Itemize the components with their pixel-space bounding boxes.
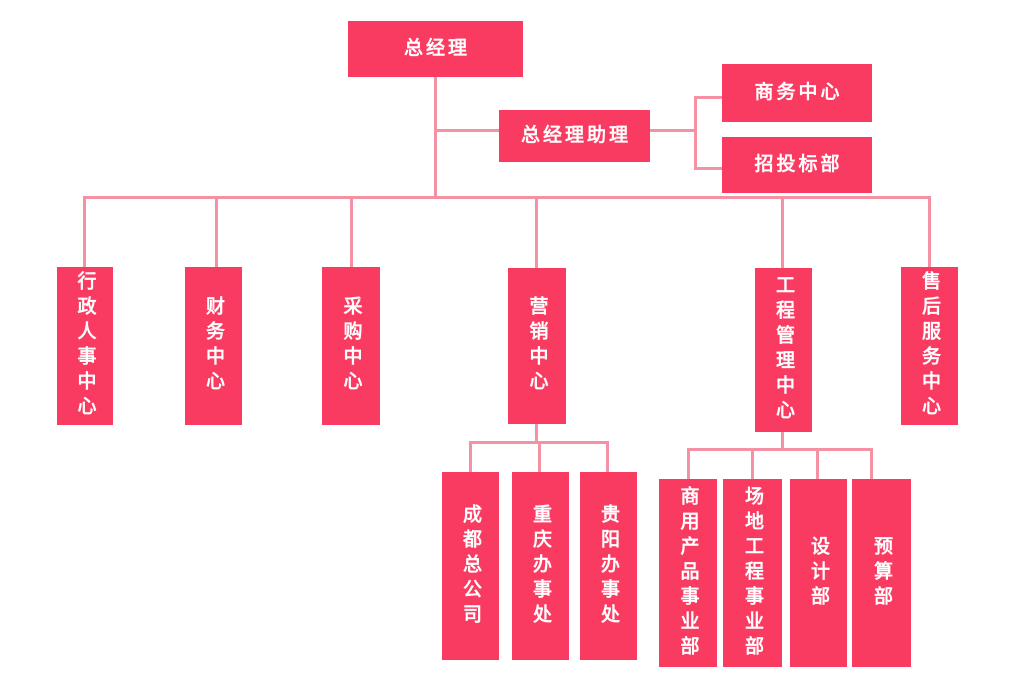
node-finance-center[interactable]: 财务中心 (185, 267, 242, 425)
connector-to-business-center (694, 96, 722, 99)
connector-drop-after-sales (928, 196, 931, 267)
connector-assistant-bracket (694, 96, 697, 170)
node-chengdu-hq[interactable]: 成都总公司 (442, 472, 499, 660)
node-design-dept-label: 设计部 (808, 535, 829, 611)
node-admin-hr-center-label: 行政人事中心 (74, 271, 96, 421)
node-business-center-label: 商务中心 (754, 81, 843, 103)
node-marketing-center[interactable]: 营销中心 (508, 268, 566, 424)
node-engineering-mgmt-center-label: 工程管理中心 (773, 275, 794, 425)
connector-drop-procurement (350, 196, 353, 267)
node-after-sales-center[interactable]: 售后服务中心 (901, 267, 958, 425)
node-site-engineering-div[interactable]: 场地工程事业部 (723, 479, 782, 667)
node-chongqing-office[interactable]: 重庆办事处 (512, 472, 569, 660)
node-design-dept[interactable]: 设计部 (790, 479, 847, 667)
connector-drop-site-eng (751, 448, 754, 479)
connector-drop-finance (215, 196, 218, 267)
connector-drop-commercial (687, 448, 690, 479)
node-bidding-dept[interactable]: 招投标部 (722, 137, 872, 193)
connector-drop-chongqing (538, 441, 541, 472)
connector-drop-guiyang (606, 441, 609, 472)
node-bidding-dept-label: 招投标部 (754, 153, 843, 175)
node-procurement-center-label: 采购中心 (340, 296, 362, 396)
node-budget-dept-label: 预算部 (871, 535, 892, 611)
node-chongqing-office-label: 重庆办事处 (530, 503, 551, 629)
node-general-manager[interactable]: 总经理 (348, 21, 523, 77)
connector-marketing-down (535, 424, 538, 443)
connector-gm-to-assistant (434, 129, 499, 132)
node-chengdu-hq-label: 成都总公司 (460, 503, 481, 629)
node-guiyang-office-label: 贵阳办事处 (598, 503, 619, 629)
connector-gm-down (434, 77, 437, 197)
node-after-sales-center-label: 售后服务中心 (919, 271, 940, 421)
connector-assistant-right (650, 129, 696, 132)
connector-drop-design (816, 448, 819, 479)
connector-engineering-children (687, 448, 873, 451)
connector-engineering-down (781, 432, 784, 450)
node-gm-assistant[interactable]: 总经理助理 (499, 110, 650, 162)
node-engineering-mgmt-center[interactable]: 工程管理中心 (755, 268, 812, 432)
node-marketing-center-label: 营销中心 (526, 296, 548, 396)
connector-main-horizontal (83, 196, 931, 199)
node-gm-assistant-label: 总经理助理 (520, 124, 631, 146)
node-general-manager-label: 总经理 (403, 37, 470, 59)
connector-drop-budget (870, 448, 873, 479)
node-guiyang-office[interactable]: 贵阳办事处 (580, 472, 637, 660)
node-commercial-product-div[interactable]: 商用产品事业部 (659, 479, 717, 667)
node-procurement-center[interactable]: 采购中心 (322, 267, 380, 425)
node-site-engineering-div-label: 场地工程事业部 (742, 485, 763, 661)
connector-drop-admin-hr (83, 196, 86, 267)
connector-drop-chengdu (469, 441, 472, 472)
node-business-center[interactable]: 商务中心 (722, 64, 872, 122)
node-budget-dept[interactable]: 预算部 (852, 479, 911, 667)
node-finance-center-label: 财务中心 (203, 296, 224, 396)
node-admin-hr-center[interactable]: 行政人事中心 (57, 267, 113, 425)
node-commercial-product-div-label: 商用产品事业部 (677, 485, 699, 661)
connector-to-bidding-dept (694, 167, 722, 170)
connector-drop-marketing (535, 196, 538, 268)
connector-drop-engineering (781, 196, 784, 268)
